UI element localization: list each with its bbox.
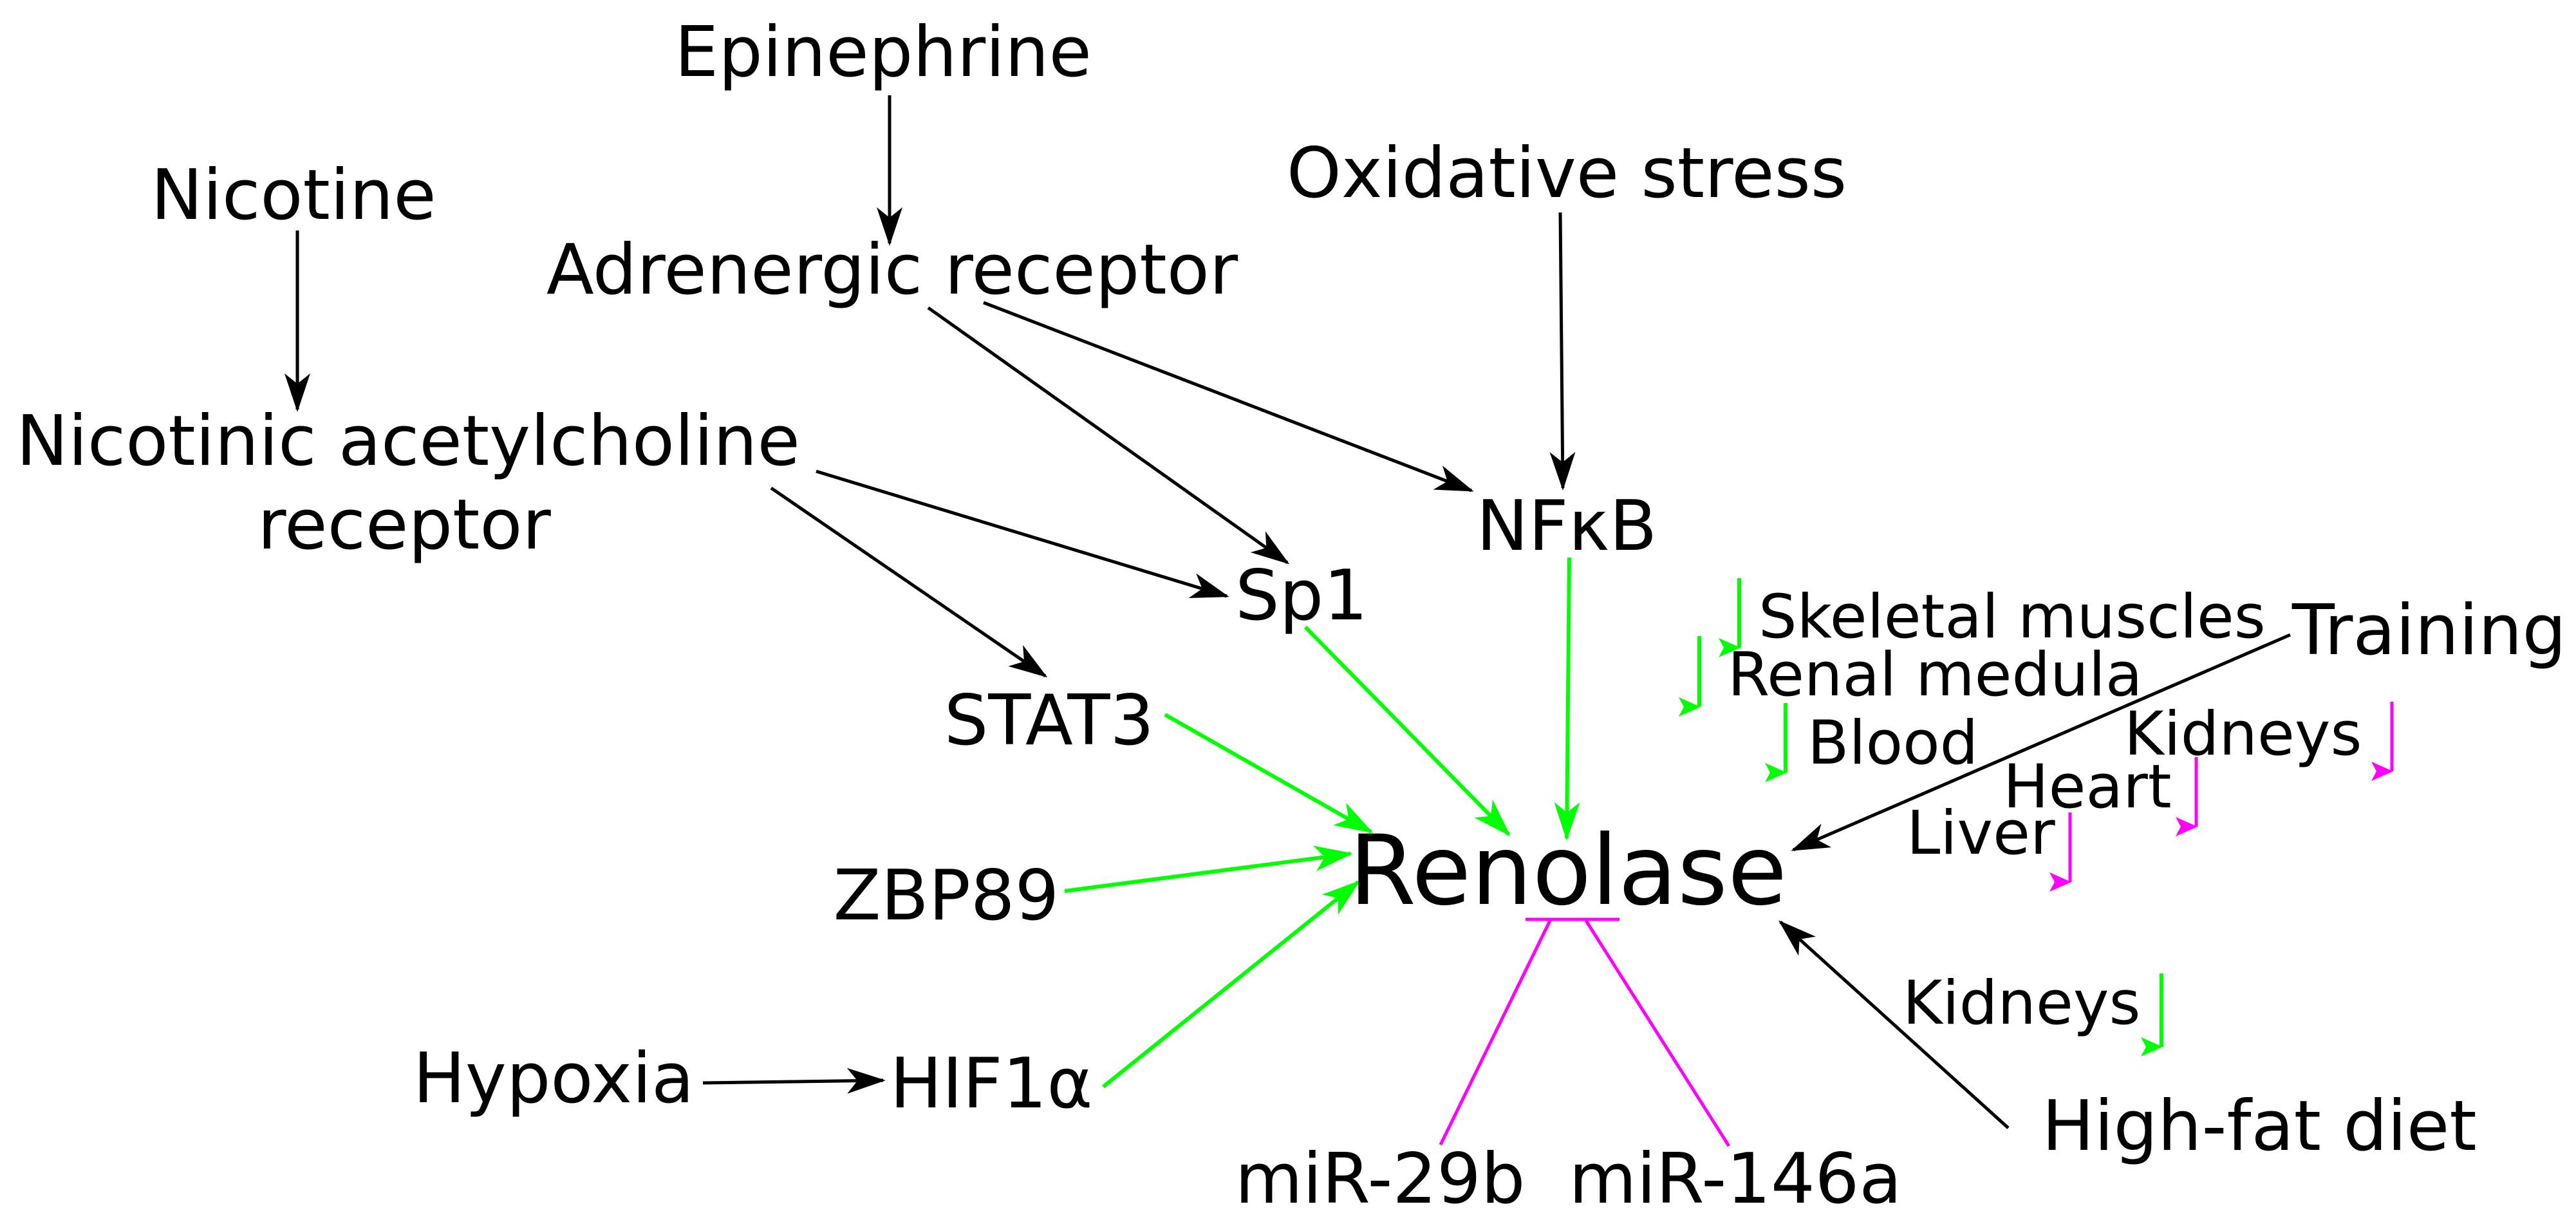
node-training: Training — [2291, 590, 2566, 671]
arrow-oxidative-to-nfkb — [1549, 212, 1576, 491]
node-high-fat-diet: High-fat diet — [2042, 1086, 2476, 1167]
arrow-nicotinic-to-stat3 — [770, 486, 1048, 678]
node-nicotinic-receptor-line2: receptor — [257, 485, 551, 565]
training-effect-blood: Blood — [1807, 708, 1978, 778]
node-mir146a: miR-146a — [1569, 1139, 1901, 1219]
arrow-sp1-to-renolase — [1303, 625, 1511, 836]
training-effect-skeletal-muscles: Skeletal muscles — [1759, 582, 2266, 652]
node-zbp89: ZBP89 — [834, 856, 1059, 936]
node-stat3: STAT3 — [944, 681, 1154, 761]
arrow-zbp89-to-renolase — [1064, 845, 1353, 893]
arrow-nfkb-to-renolase — [1554, 557, 1580, 841]
diet-effect-kidneys: Kidneys — [1903, 968, 2140, 1038]
inhibition-mir146a — [1584, 919, 1731, 1147]
training-effect-heart: Heart — [2003, 752, 2172, 822]
training-effect-renal-medula: Renal medula — [1728, 640, 2142, 710]
arrow-hypoxia-to-hif1a — [702, 1067, 886, 1094]
node-nicotinic-receptor-line1: Nicotinic acetylcholine — [16, 401, 800, 482]
arrow-highfat-to-renolase — [1778, 920, 2010, 1129]
training-effect-kidneys: Kidneys — [2124, 699, 2362, 769]
node-oxidative-stress: Oxidative stress — [1287, 133, 1847, 214]
arrow-adrenergic-to-nfkb — [983, 301, 1474, 493]
arrow-adrenergic-to-sp1 — [927, 306, 1290, 565]
inhibition-mir29b — [1439, 919, 1552, 1146]
node-nicotine: Nicotine — [151, 155, 436, 236]
arrow-training-to-renolase — [1791, 633, 2291, 852]
node-nfkb: NFκB — [1477, 486, 1657, 567]
node-epinephrine: Epinephrine — [675, 12, 1092, 93]
node-hif1a: HIF1α — [890, 1044, 1092, 1124]
node-renolase: Renolase — [1349, 815, 1787, 927]
arrow-hif1a-to-renolase — [1102, 880, 1361, 1089]
arrow-nicotinic-to-sp1 — [816, 469, 1229, 598]
node-hypoxia: Hypoxia — [413, 1038, 695, 1119]
node-sp1: Sp1 — [1235, 556, 1368, 636]
node-adrenergic-receptor: Adrenergic receptor — [546, 230, 1238, 310]
arrow-stat3-to-renolase — [1164, 713, 1374, 834]
node-mir29b: miR-29b — [1235, 1139, 1526, 1219]
training-effect-liver: Liver — [1907, 798, 2055, 869]
